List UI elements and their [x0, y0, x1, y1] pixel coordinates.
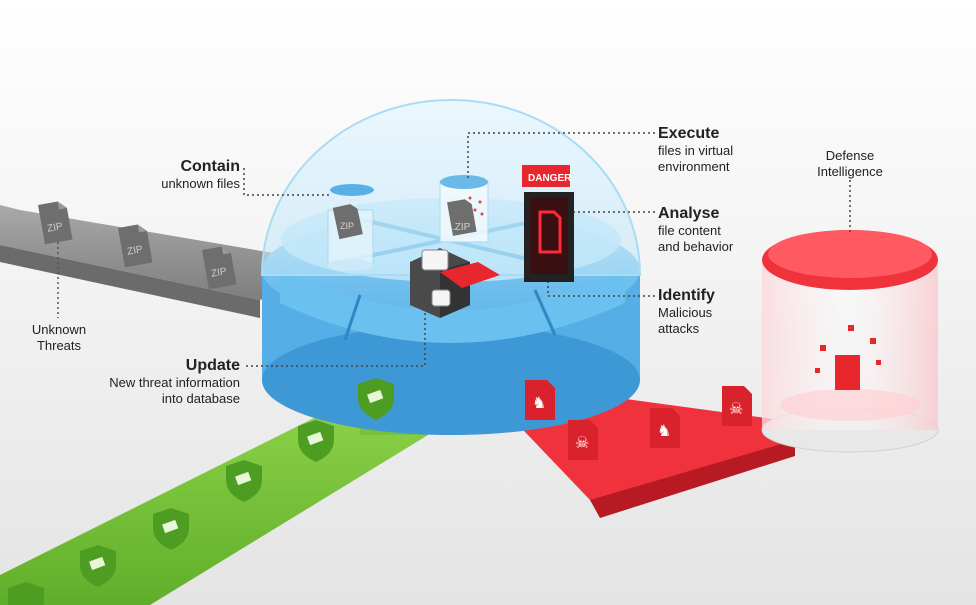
contain-label: Contain unknown files	[120, 157, 240, 192]
execute-line2: environment	[658, 159, 730, 174]
zip-label: ZIP	[340, 221, 354, 231]
update-line2: into database	[161, 391, 240, 406]
zip-file-icon: ZIP	[118, 224, 153, 268]
pointer-lines	[243, 132, 851, 367]
zip-label: ZIP	[46, 221, 64, 235]
analyse-line1: file content	[658, 223, 721, 238]
execute-label: Execute files in virtual environment	[658, 124, 798, 175]
execute-line1: files in virtual	[658, 143, 734, 158]
danger-monitor: DANGER	[522, 165, 574, 282]
trojan-horse-icon: ♞	[650, 408, 680, 448]
identify-label: Identify Malicious attacks	[658, 286, 798, 337]
shield-icon	[80, 545, 116, 587]
zip-label: .ZIP	[452, 222, 471, 233]
update-title: Update	[185, 357, 240, 374]
update-line1: New threat information	[109, 375, 240, 390]
shield-icon	[298, 420, 334, 462]
identify-line1: Malicious	[658, 305, 713, 320]
svg-text:☠: ☠	[729, 401, 743, 418]
shield-icon	[8, 582, 44, 605]
unknown-threats-label: Unknown Threats	[14, 322, 104, 354]
shield-icon	[226, 460, 262, 502]
shield-icon	[153, 508, 189, 550]
skull-icon: ☠	[722, 386, 752, 426]
defense-intelligence-line2: Intelligence	[817, 164, 883, 179]
zip-file-icon: ZIP	[38, 201, 73, 245]
defense-intelligence-cylinder	[761, 230, 939, 453]
svg-text:♞: ♞	[532, 395, 546, 412]
execute-jar: .ZIP	[439, 175, 489, 243]
zip-file-icon: ZIP	[202, 246, 237, 290]
trojan-horse-icon: ♞	[525, 380, 555, 420]
svg-text:♞: ♞	[657, 423, 671, 440]
analyse-title: Analyse	[658, 205, 720, 222]
zip-label: ZIP	[126, 244, 144, 258]
execute-title: Execute	[658, 125, 720, 142]
update-label: Update New threat information into datab…	[40, 356, 240, 407]
contain-title: Contain	[180, 158, 240, 175]
danger-label: DANGER	[528, 173, 572, 184]
update-server	[410, 248, 500, 318]
defense-intelligence-label: Defense Intelligence	[795, 148, 905, 180]
analyse-line2: and behavior	[658, 239, 734, 254]
contain-jar: ZIP	[327, 184, 374, 271]
identify-title: Identify	[658, 287, 715, 304]
shield-icon	[358, 378, 394, 420]
unknown-threats-line2: Threats	[36, 338, 82, 353]
unknown-threats-line1: Unknown	[31, 322, 87, 337]
identify-line2: attacks	[658, 321, 700, 336]
contain-subtitle: unknown files	[161, 176, 240, 191]
defense-intelligence-line1: Defense	[825, 148, 875, 163]
analyse-label: Analyse file content and behavior	[658, 204, 798, 255]
zip-label: ZIP	[210, 266, 228, 280]
skull-icon: ☠	[568, 420, 598, 460]
svg-text:☠: ☠	[575, 435, 589, 452]
